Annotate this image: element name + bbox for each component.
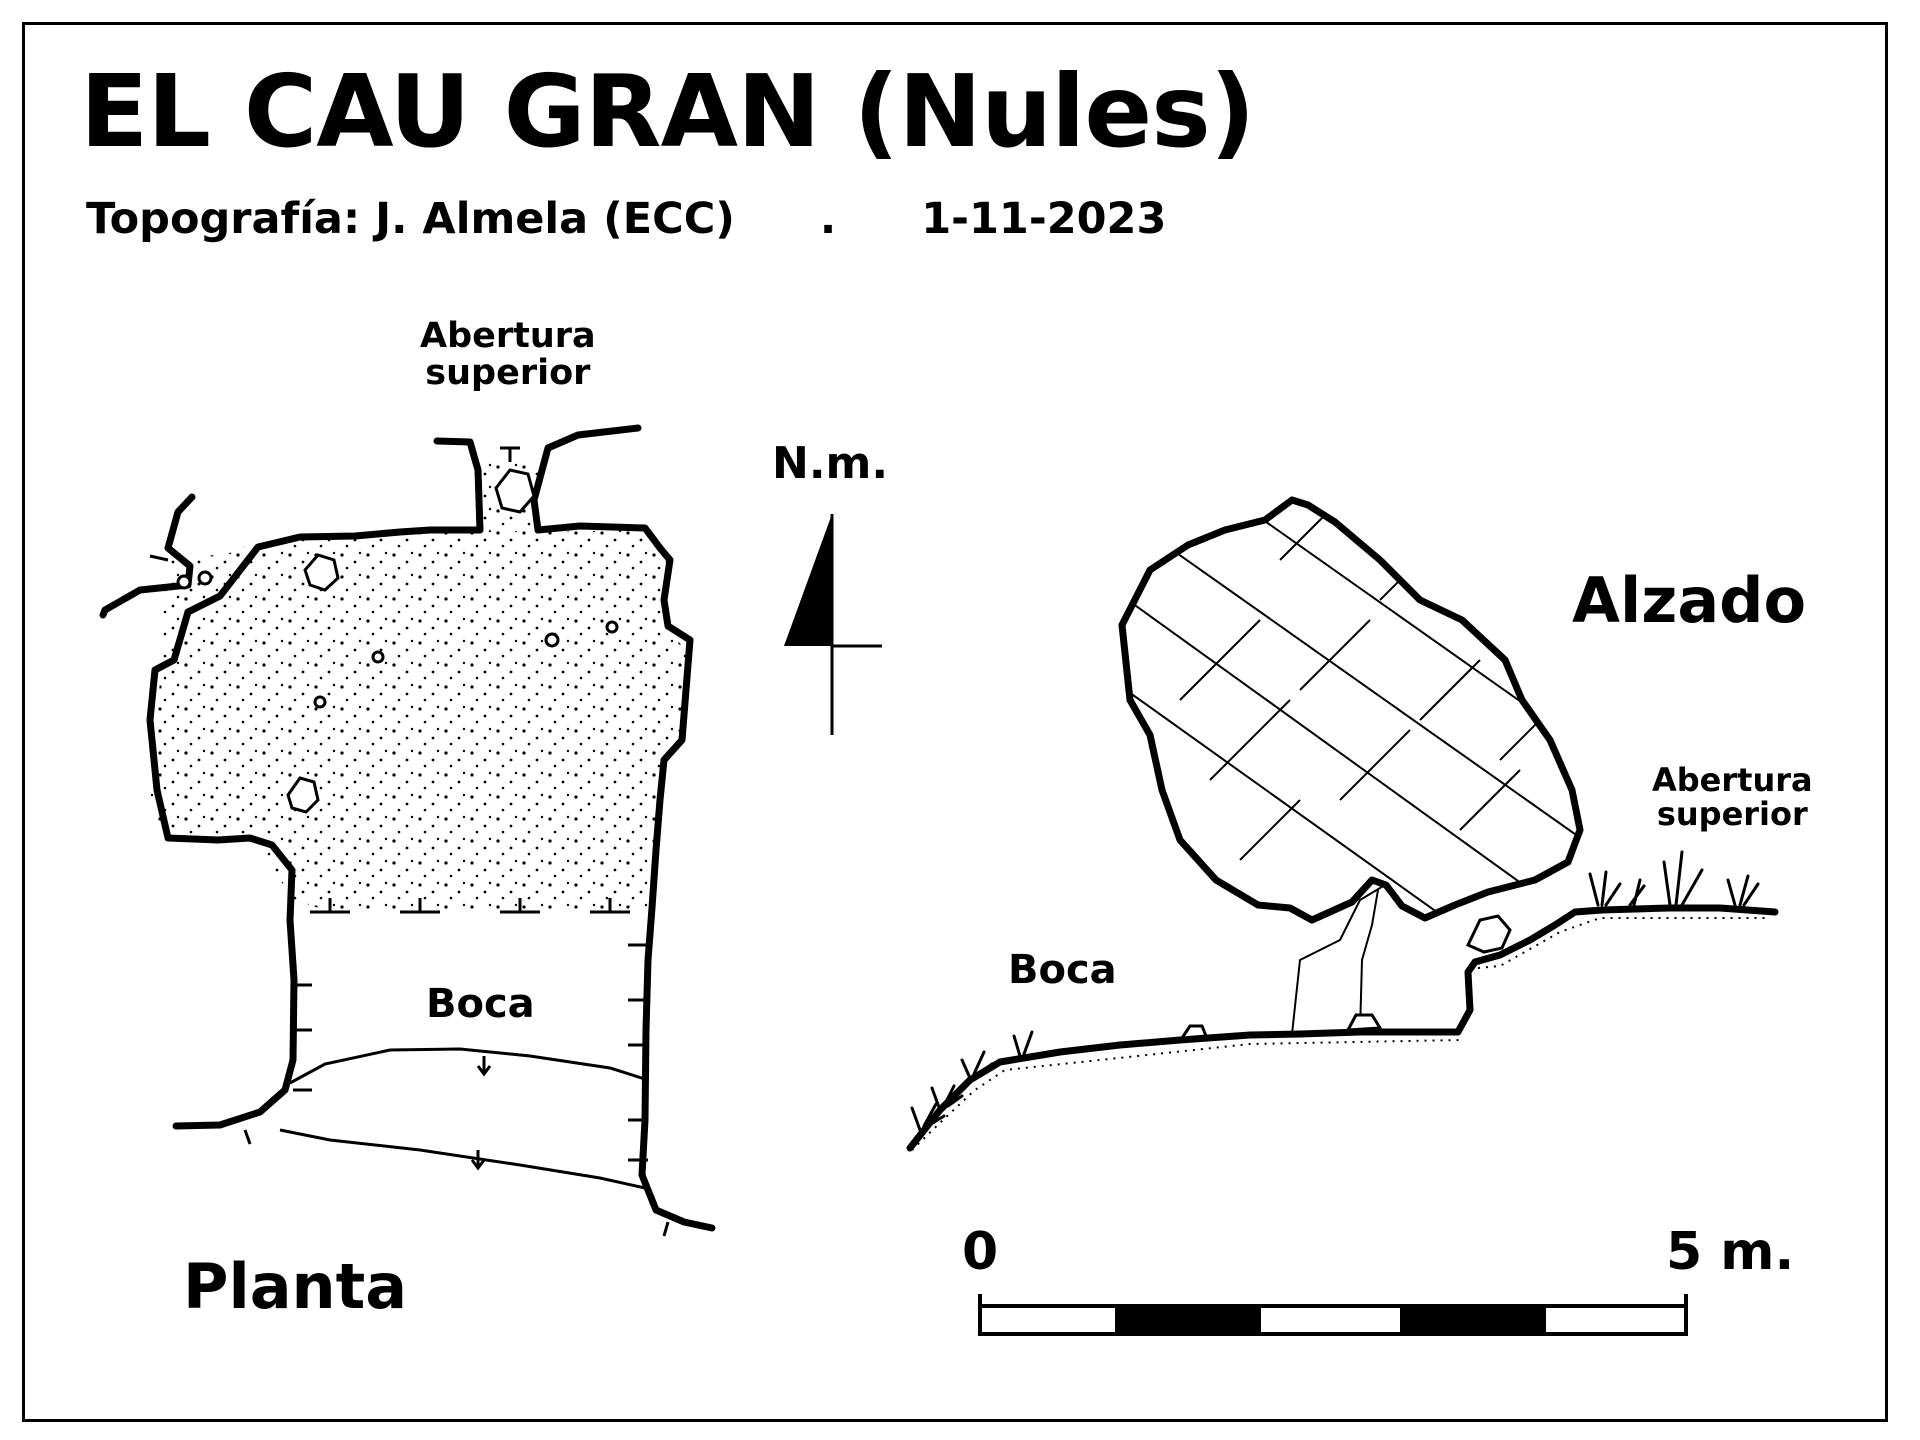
ground-line — [906, 904, 1779, 1152]
plan-sediment-fill — [150, 530, 688, 912]
elevation-upper-opening-line2: superior — [1656, 794, 1808, 833]
boulder-icon — [494, 468, 536, 514]
plan-walls — [99, 424, 716, 1232]
slope-arrow — [476, 1056, 492, 1077]
ground-stipple — [911, 917, 1770, 1151]
pebble-icon — [605, 620, 619, 634]
pebble-icon — [544, 632, 560, 648]
boulder-icon — [1465, 914, 1512, 954]
ground-profile — [906, 884, 1779, 1152]
credits-separator: . — [819, 194, 837, 244]
plan-east-wall — [534, 522, 716, 1232]
plan-boulders — [176, 468, 619, 814]
plan-upper-opening-label: Abertura superior — [420, 318, 596, 392]
sheet-frame — [22, 22, 1888, 1422]
plan-ledge-ticks — [149, 446, 670, 1237]
scale-end-label: 5 m. — [1666, 1222, 1795, 1282]
suspended-boulder — [1118, 496, 1584, 924]
slope-arrow — [470, 1150, 486, 1171]
north-label: N.m. — [772, 438, 889, 489]
pebble-icon — [371, 650, 385, 664]
plan-north-wall — [184, 437, 484, 616]
boulder-icon — [286, 776, 320, 814]
plan-title: Planta — [183, 1250, 408, 1323]
survey-date: 1-11-2023 — [921, 194, 1167, 244]
plan-west-wall — [99, 493, 196, 619]
floor-boulders — [1179, 914, 1512, 1040]
vegetation-icon — [910, 850, 1760, 1132]
pebble-icon — [313, 695, 327, 709]
plan-slope-arrows — [470, 1056, 492, 1171]
boulder-icon — [1345, 1013, 1383, 1032]
scale-bar — [978, 1294, 1688, 1336]
plan-contours — [279, 1047, 649, 1190]
outer-slope-line — [279, 1128, 646, 1190]
plan-entrance-label: Boca — [426, 981, 535, 1027]
elevation-entrance-label: Boca — [1008, 947, 1117, 993]
plan-view — [99, 424, 716, 1237]
plan-upper-opening-line2: superior — [425, 352, 591, 393]
elevation-view — [906, 496, 1779, 1152]
plan-main-wall-left — [146, 608, 298, 1130]
boulder-icon — [303, 553, 340, 592]
opening-east-wall — [530, 424, 642, 534]
survey-credits: Topografía: J. Almela (ECC) . 1-11-2023 — [86, 198, 1166, 241]
elevation-title: Alzado — [1572, 564, 1807, 637]
cave-floor-edge — [1291, 884, 1386, 1035]
north-arrow-icon — [784, 514, 882, 735]
pebble-icon — [176, 574, 192, 590]
survey-title: EL CAU GRAN (Nules) — [80, 53, 1255, 170]
scale-start-label: 0 — [962, 1222, 999, 1282]
pebble-icon — [197, 570, 213, 586]
entrance-drip-line — [289, 1047, 649, 1085]
elevation-upper-opening-label: Abertura superior — [1652, 761, 1813, 833]
elevation-upper-opening-line1: Abertura — [1652, 761, 1813, 799]
plan-upper-opening-line1: Abertura — [420, 316, 596, 356]
boulder-icon — [1179, 1024, 1209, 1040]
surveyor-credit: Topografía: J. Almela (ECC) — [86, 194, 735, 244]
